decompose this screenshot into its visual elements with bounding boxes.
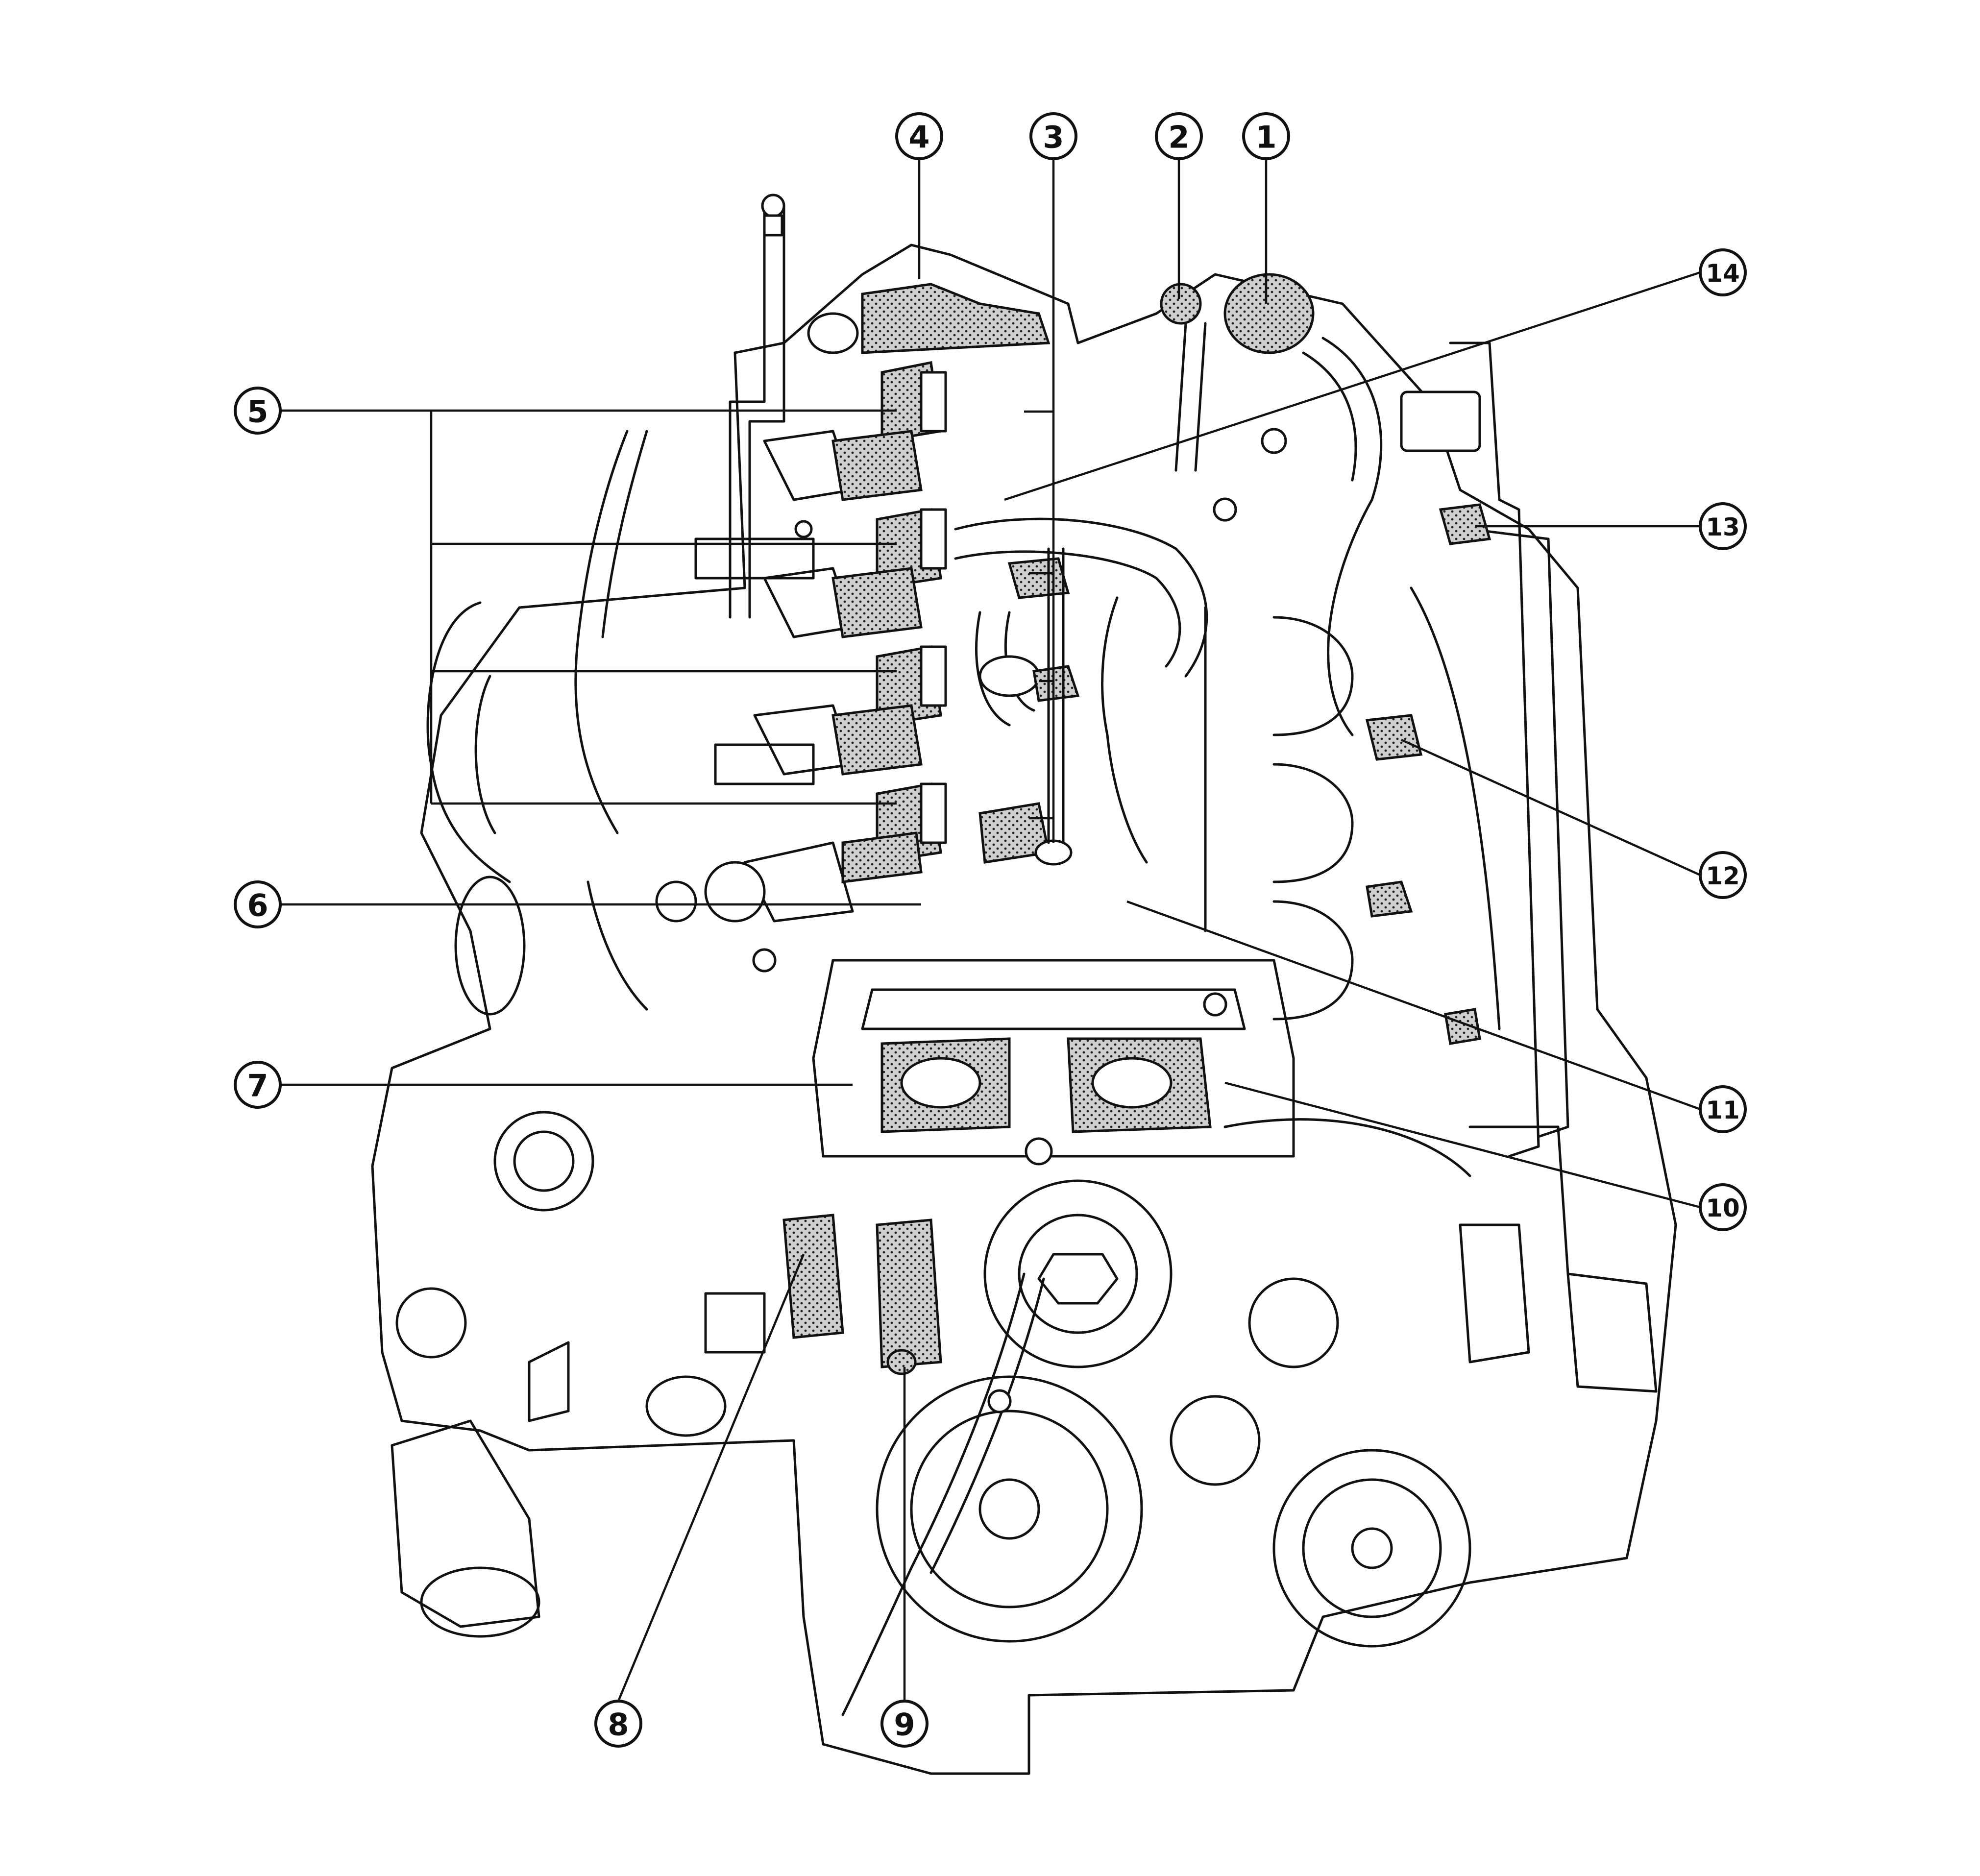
- callout-7: 7: [234, 1061, 282, 1109]
- leader-lines: [280, 159, 1701, 1702]
- callout-3: 3: [1029, 112, 1077, 160]
- callout-14-label: 14: [1706, 259, 1740, 288]
- callout-6-label: 6: [247, 888, 268, 924]
- callout-2: 2: [1155, 112, 1203, 160]
- callout-6: 6: [234, 880, 282, 928]
- callout-13-label: 13: [1706, 513, 1740, 541]
- callout-5: 5: [234, 387, 282, 435]
- callout-11-label: 11: [1706, 1096, 1740, 1124]
- callout-12: 12: [1699, 851, 1747, 899]
- callout-5-label: 5: [247, 394, 268, 430]
- callout-8-label: 8: [608, 1707, 629, 1743]
- callout-11: 11: [1699, 1085, 1747, 1133]
- callout-14: 14: [1699, 248, 1747, 296]
- callout-1-label: 1: [1255, 120, 1276, 155]
- callout-9: 9: [880, 1700, 929, 1748]
- callout-9-label: 9: [894, 1707, 915, 1743]
- callout-8: 8: [594, 1700, 642, 1748]
- callout-12-label: 12: [1706, 862, 1740, 890]
- callout-4-label: 4: [908, 120, 929, 155]
- callout-10-label: 10: [1706, 1194, 1740, 1222]
- callout-10: 10: [1699, 1183, 1747, 1231]
- callout-13: 13: [1699, 502, 1747, 550]
- callout-1: 1: [1242, 112, 1290, 160]
- callout-2-label: 2: [1168, 120, 1189, 155]
- callout-4: 4: [895, 112, 943, 160]
- engine-line-art: [371, 194, 1677, 1775]
- callout-3-label: 3: [1043, 120, 1064, 155]
- callout-7-label: 7: [247, 1068, 268, 1104]
